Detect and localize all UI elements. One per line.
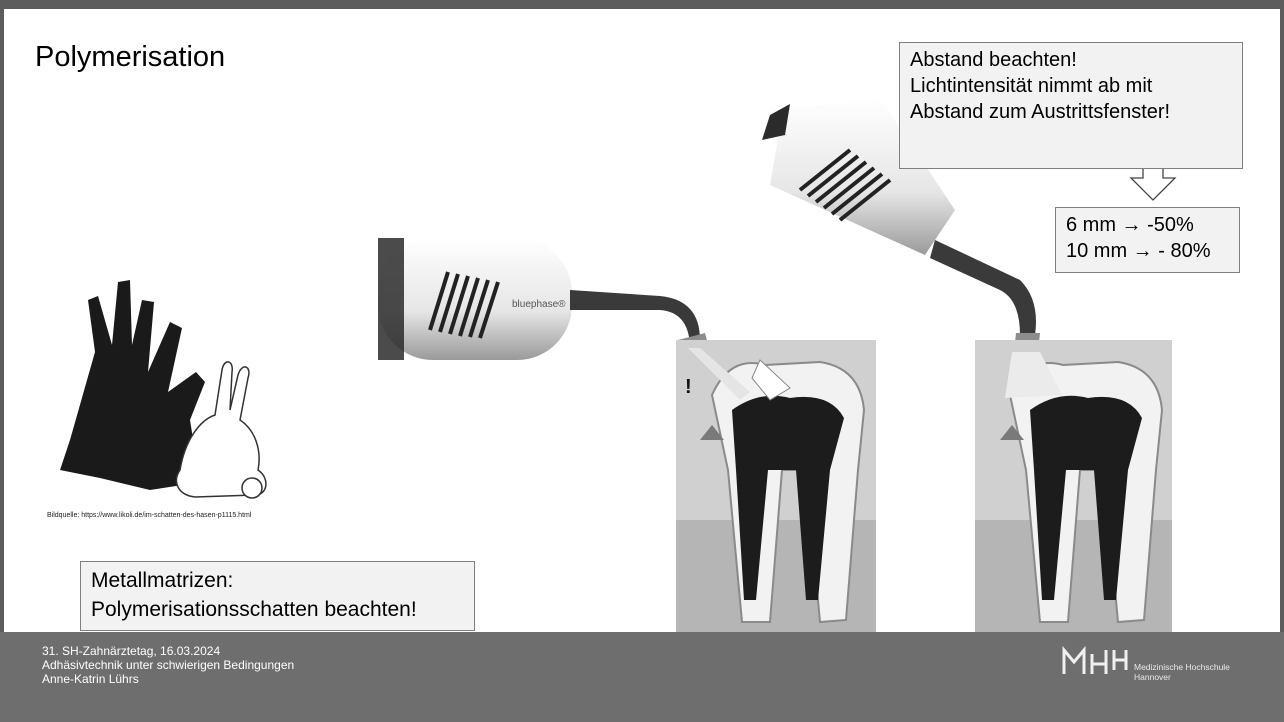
warning-mark: ! [685,376,692,398]
values-callout-line: 6 mm → -50% [1066,212,1229,238]
values-callout: 6 mm → -50% 10 mm → - 80% [1055,207,1240,273]
lamp-brand-left: bluephase® [512,299,566,310]
footer-info: 31. SH-Zahnärztetag, 16.03.2024 Adhäsivt… [42,644,294,686]
distance-callout-line: Abstand zum Austrittsfenster! [910,99,1232,125]
distance-callout: Abstand beachten! Lichtintensität nimmt … [899,42,1243,169]
image-caption: Bildquelle: https://www.likoli.de/im-sch… [47,512,251,519]
logo-name-line: Medizinische Hochschule [1134,662,1230,672]
mhh-logo: Medizinische Hochschule Hannover [1060,640,1275,695]
matrix-callout-line: Metallmatrizen: [91,566,464,595]
tooth-section-right-image [975,340,1172,632]
distance-callout-line: Abstand beachten! [910,47,1232,73]
footer-event: 31. SH-Zahnärztetag, 16.03.2024 [42,644,294,658]
footer-bar: 31. SH-Zahnärztetag, 16.03.2024 Adhäsivt… [0,632,1284,722]
curing-light-left-image: bluephase® [378,238,712,365]
footer-topic: Adhäsivtechnik unter schwierigen Bedingu… [42,658,294,672]
hand-shadow-rabbit-image [60,280,266,498]
mhh-logo-text: Medizinische Hochschule Hannover [1134,662,1230,682]
matrix-callout-line: Polymerisationsschatten beachten! [91,595,464,624]
mhh-logo-mark-icon [1060,640,1130,680]
tooth-section-left-image: ! [676,340,876,632]
footer-author: Anne-Katrin Lührs [42,672,294,686]
matrix-callout: Metallmatrizen: Polymerisationsschatten … [80,561,475,631]
distance-callout-line: Lichtintensität nimmt ab mit [910,73,1232,99]
logo-name-line: Hannover [1134,672,1230,682]
values-callout-line: 10 mm → - 80% [1066,238,1229,264]
